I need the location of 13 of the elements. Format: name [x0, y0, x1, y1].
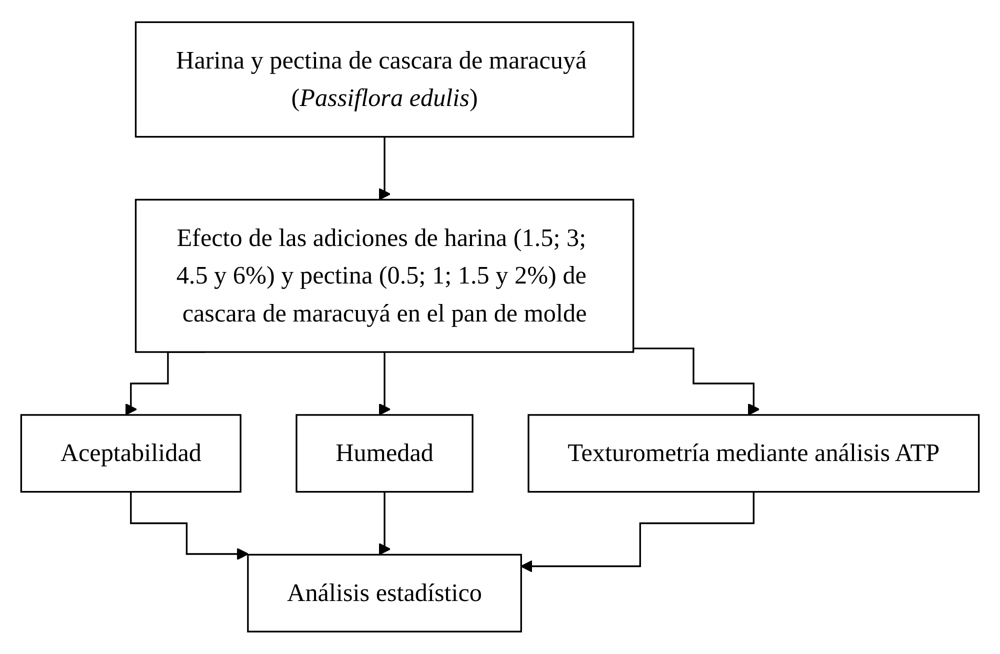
node-box [247, 554, 522, 633]
node-box [134, 21, 634, 138]
arrow [378, 136, 391, 200]
arrow [130, 491, 249, 560]
arrow [520, 491, 754, 572]
node-box [296, 414, 474, 493]
arrow [378, 351, 391, 416]
flowchart-diagram: Harina y pectina de cascara de maracuyá (Passiflora edulis) Efecto de las adiciones de harina (1.5; 3; 4.5 y 6%) y pectina (0.5; 1; 1.5 y 2%) de cascara de maracuyá en el pan de molde Aceptabilidad Humedad Texturometría mediante análisis ATP Análisis estadístico [10, 11, 990, 643]
node-box [20, 414, 242, 493]
arrow [378, 491, 391, 556]
arrow [633, 348, 760, 416]
node-box [134, 198, 634, 353]
node-box [528, 414, 980, 493]
